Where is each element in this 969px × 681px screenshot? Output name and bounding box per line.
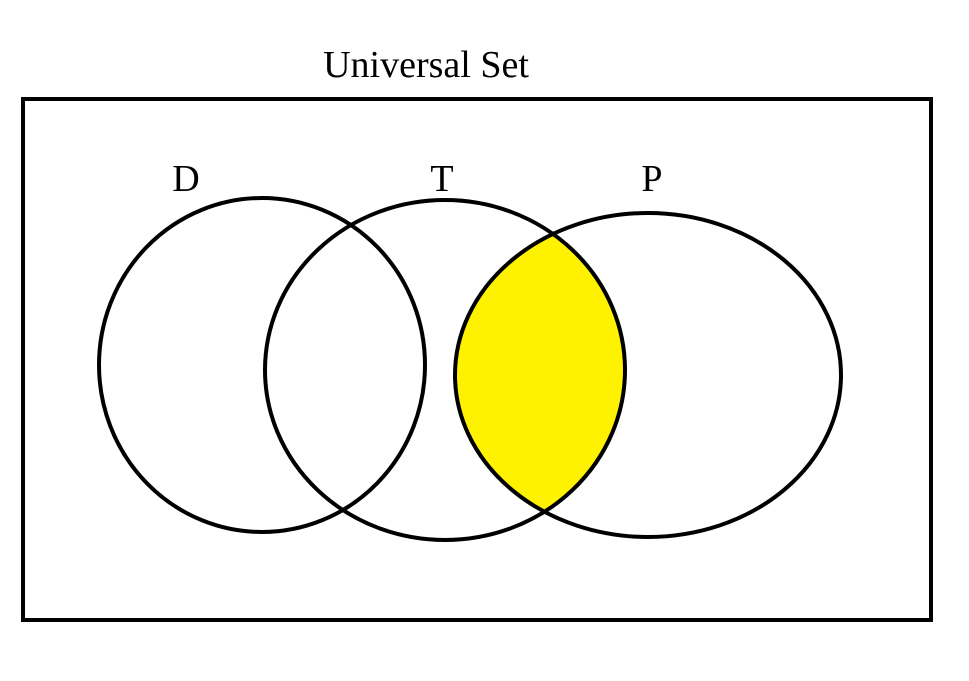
shaded-region-t-p xyxy=(455,213,625,537)
set-d-label: D xyxy=(172,158,199,200)
universal-set-label: Universal Set xyxy=(323,44,529,86)
set-t-ellipse xyxy=(263,198,627,542)
set-t-label: T xyxy=(430,158,453,200)
set-p-label: P xyxy=(641,158,662,200)
universal-set-rectangle xyxy=(21,97,933,622)
set-p-ellipse xyxy=(453,211,843,539)
set-d-ellipse xyxy=(97,196,427,534)
